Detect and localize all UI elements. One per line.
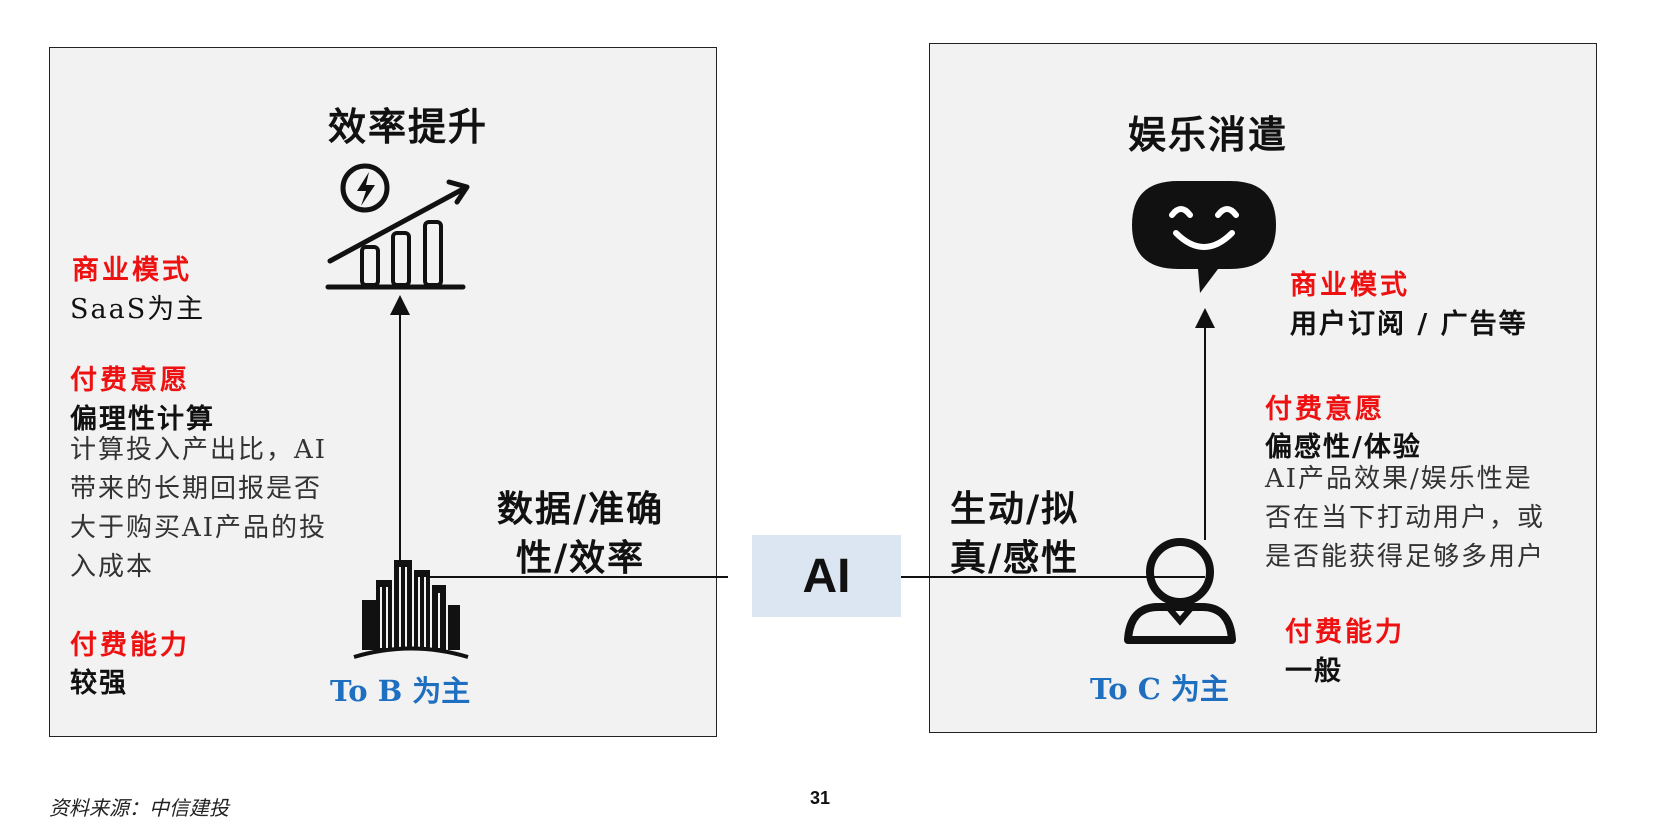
left-business-model-value: SaaS为主 bbox=[70, 294, 206, 325]
right-business-model-value: 用户订阅 / 广告等 bbox=[1290, 309, 1528, 340]
left-ability-label: 付费能力 bbox=[70, 630, 190, 661]
left-audience-label: To B 为主 bbox=[330, 674, 471, 708]
left-ability-value: 较强 bbox=[70, 668, 128, 699]
left-willingness-description: 计算投入产出比，AI 带来的长期回报是否 大于购买AI产品的投 入成本 bbox=[70, 431, 327, 587]
desc-line: 入成本 bbox=[70, 552, 155, 582]
desc-line: 计算投入产出比，AI bbox=[70, 435, 328, 465]
desc-line: 带来的长期回报是否 bbox=[70, 474, 323, 504]
right-ability-label: 付费能力 bbox=[1285, 617, 1405, 648]
left-business-model-label: 商业模式 bbox=[72, 255, 192, 286]
right-title: 娱乐消遣 bbox=[1128, 112, 1289, 157]
right-audience-label: To C 为主 bbox=[1090, 672, 1229, 706]
user-icon bbox=[1124, 538, 1236, 644]
right-connector-label: 生动/拟 真/感性 bbox=[950, 485, 1079, 583]
buildings-icon bbox=[353, 560, 469, 659]
connector-label-line: 生动/拟 bbox=[950, 488, 1080, 530]
efficiency-chart-icon bbox=[325, 163, 470, 290]
ai-label: AI bbox=[802, 549, 851, 603]
left-willingness-value: 偏理性计算 bbox=[70, 404, 215, 435]
right-willingness-description: AI产品效果/娱乐性是 否在当下打动用户，或 是否能获得足够多用户 bbox=[1265, 460, 1545, 577]
right-ability-value: 一般 bbox=[1285, 656, 1343, 687]
right-willingness-value: 偏感性/体验 bbox=[1265, 432, 1422, 463]
page-number: 31 bbox=[810, 788, 831, 808]
desc-line: 是否能获得足够多用户 bbox=[1265, 542, 1546, 572]
connector-label-line: 数据/准确 bbox=[497, 488, 665, 530]
right-willingness-label: 付费意愿 bbox=[1265, 394, 1385, 425]
right-business-model-label: 商业模式 bbox=[1290, 270, 1410, 301]
desc-line: 大于购买AI产品的投 bbox=[70, 513, 328, 543]
left-willingness-label: 付费意愿 bbox=[70, 365, 190, 396]
left-title: 效率提升 bbox=[328, 104, 489, 149]
ai-box: AI bbox=[752, 535, 901, 617]
connector-label-line: 真/感性 bbox=[950, 537, 1080, 579]
connector-label-line: 性/效率 bbox=[516, 537, 646, 579]
smiley-chat-icon bbox=[1132, 181, 1276, 293]
desc-line: 否在当下打动用户，或 bbox=[1265, 503, 1546, 533]
right-panel bbox=[929, 43, 1597, 733]
source-note: 资料来源：中信建投 bbox=[49, 796, 229, 820]
desc-line: AI产品效果/娱乐性是 bbox=[1265, 464, 1533, 494]
left-connector-label: 数据/准确 性/效率 bbox=[497, 485, 664, 583]
